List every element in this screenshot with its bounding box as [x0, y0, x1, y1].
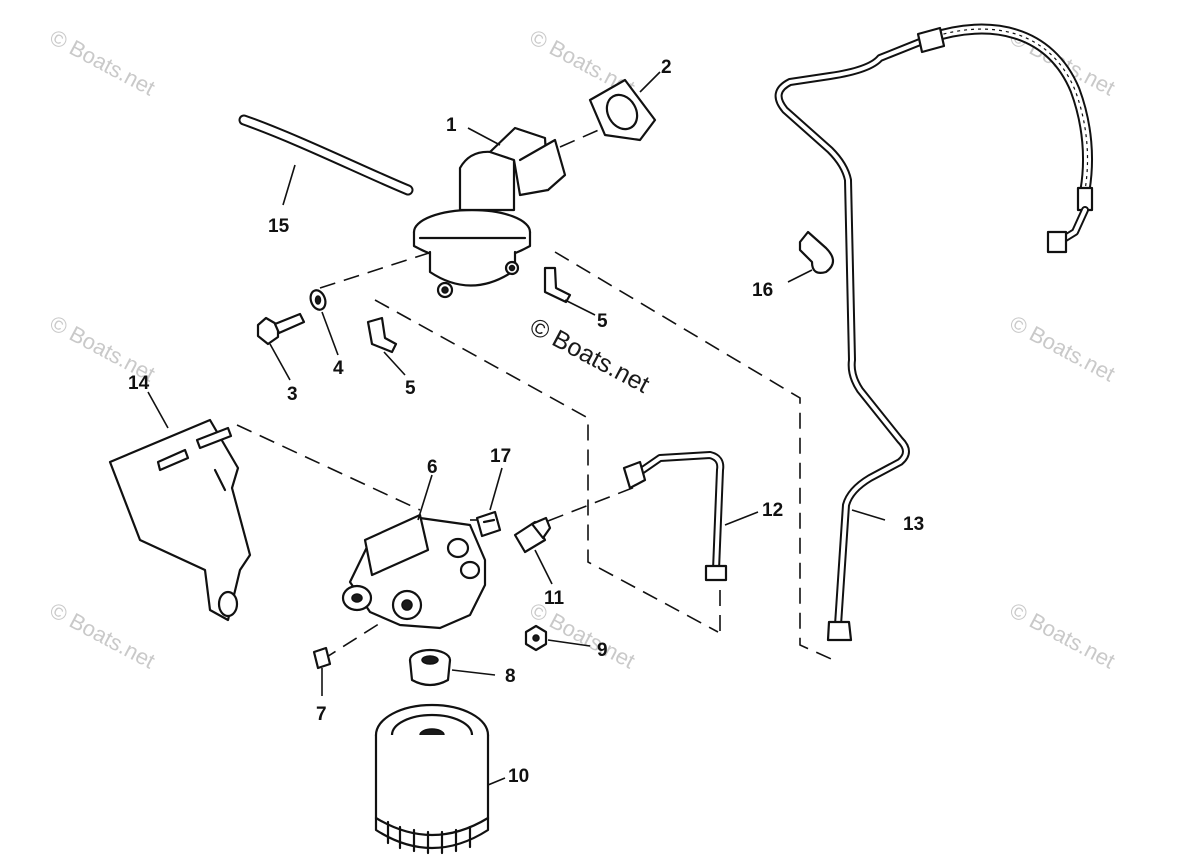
part-5-elbow-fitting-a [543, 266, 596, 316]
watermark-bottom-left: © Boats.net [46, 597, 160, 673]
part-4-washer [309, 289, 339, 356]
callout-1: 1 [446, 115, 457, 136]
part-3-bolt [256, 312, 306, 381]
callout-17: 17 [490, 446, 511, 467]
part-5-elbow-fitting-b [366, 316, 406, 376]
callout-14: 14 [128, 373, 150, 394]
callout-labels: 1 2 3 4 5 5 6 7 8 9 10 11 12 13 14 15 16… [128, 57, 924, 787]
part-16-clip [787, 230, 835, 283]
watermark-center: © Boats.net [525, 313, 654, 399]
part-8-adapter [408, 648, 496, 687]
callout-4: 4 [333, 358, 344, 379]
callout-10: 10 [508, 766, 529, 787]
part-11-fitting [513, 516, 553, 585]
callout-11: 11 [544, 588, 565, 609]
watermark-bottom-right: © Boats.net [1006, 597, 1120, 673]
callout-8: 8 [505, 666, 516, 687]
callout-3: 3 [287, 384, 298, 405]
callout-2: 2 [661, 57, 672, 78]
callout-5-lower: 5 [405, 378, 416, 399]
part-17-sensor [475, 467, 503, 538]
callout-9: 9 [597, 640, 608, 661]
callout-12: 12 [762, 500, 783, 521]
callout-6: 6 [427, 457, 438, 478]
assembly-dash-lines [236, 124, 839, 663]
part-1-fuel-pump [412, 126, 567, 299]
watermark-mid-right: © Boats.net [1006, 310, 1120, 386]
callout-5-upper: 5 [597, 311, 608, 332]
part-15-fuel-hose [238, 114, 414, 206]
callout-15: 15 [268, 216, 290, 237]
part-10-fuel-filter [374, 703, 506, 855]
part-7-plug [312, 646, 332, 696]
callout-16: 16 [752, 280, 773, 301]
callout-13: 13 [903, 514, 924, 535]
part-6-filter-head [341, 474, 487, 630]
callout-7: 7 [316, 704, 327, 725]
part-12-fuel-line [622, 451, 759, 582]
part-14-mounting-bracket [108, 391, 252, 622]
part-2-gasket [588, 71, 661, 142]
watermark-top-left: © Boats.net [46, 24, 160, 100]
part-9-nut [524, 624, 591, 652]
part-13-fuel-line-hose [774, 23, 1094, 642]
